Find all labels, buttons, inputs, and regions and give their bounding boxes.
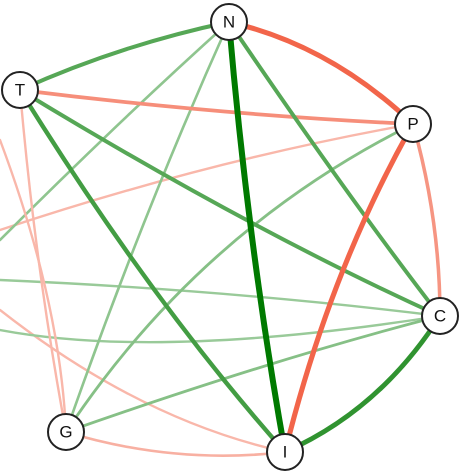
node-label: N: [223, 13, 235, 32]
edge-offscreen-0: [0, 122, 415, 232]
edge-offscreen-4: [0, 314, 442, 344]
node-circle: [394, 105, 432, 143]
edge-g-i: [64, 430, 287, 457]
edge-n-c: [227, 20, 442, 318]
node-n[interactable]: N: [210, 3, 248, 41]
edge-t-c: [18, 88, 442, 318]
edge-g-p: [64, 122, 415, 434]
node-label: P: [407, 115, 418, 134]
node-g[interactable]: G: [47, 413, 85, 451]
node-layer: N P C I G T: [1, 3, 459, 471]
edge-n-p: [226, 19, 416, 127]
edge-offscreen-1: [0, 20, 231, 242]
node-label: G: [59, 423, 72, 442]
edge-p-i: [282, 121, 416, 455]
edge-g-n: [64, 20, 231, 434]
node-c[interactable]: C: [421, 297, 459, 335]
edge-offscreen-3: [0, 308, 287, 454]
node-i[interactable]: I: [266, 433, 304, 471]
node-label: C: [434, 307, 446, 326]
node-circle: [421, 297, 459, 335]
node-p[interactable]: P: [394, 105, 432, 143]
node-circle: [266, 433, 304, 471]
edge-p-c: [411, 122, 442, 318]
edge-layer: [0, 19, 443, 457]
node-label: T: [15, 81, 25, 100]
node-circle: [210, 3, 248, 41]
edge-offscreen-5: [0, 138, 68, 434]
node-circle: [47, 413, 85, 451]
node-label: I: [283, 443, 288, 462]
node-t[interactable]: T: [1, 71, 39, 109]
edge-t-p: [18, 88, 415, 126]
edge-t-g: [18, 88, 68, 434]
node-circle: [1, 71, 39, 109]
edge-n-i: [226, 19, 288, 455]
edge-t-i: [17, 87, 288, 455]
edge-i-c: [282, 313, 443, 455]
edge-g-c: [64, 314, 442, 434]
edge-offscreen-2: [0, 278, 442, 318]
edge-t-n: [18, 20, 231, 92]
